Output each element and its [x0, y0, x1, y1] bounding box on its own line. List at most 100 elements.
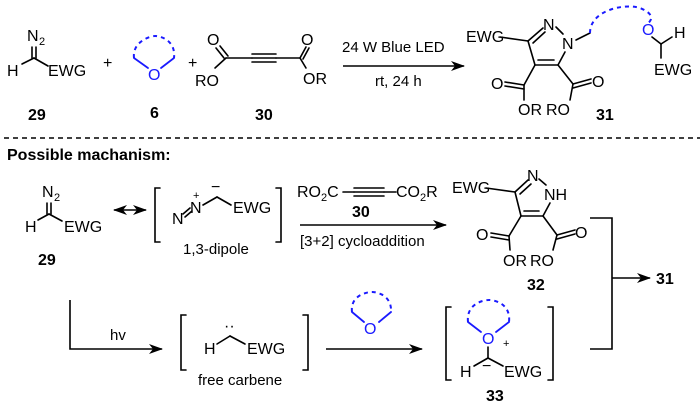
double-bond — [215, 47, 225, 59]
plus-sign: + — [188, 55, 197, 72]
carbene-caption: free carbene — [198, 372, 282, 389]
bracket-left — [180, 314, 187, 371]
ring-bond — [514, 191, 522, 217]
atom-ewg: EWG — [247, 341, 285, 358]
bond — [557, 64, 574, 85]
atom-n-plus: N — [190, 200, 202, 217]
atom-o: O — [476, 227, 488, 244]
double-bond — [572, 78, 592, 85]
atom-or: OR — [503, 253, 527, 270]
cycloaddition-caption: [3+2] cycloaddition — [300, 233, 425, 250]
compound-label-31: 31 — [656, 271, 674, 288]
oxonium-ylide-33: O + H − EWG 33 — [445, 298, 554, 405]
atom-o: O — [207, 32, 219, 49]
double-bond — [490, 236, 510, 241]
reagent-label-30: 30 — [352, 204, 370, 221]
pyrazole-32: EWG N NH O OR O RO 32 — [452, 168, 587, 294]
bond — [660, 36, 673, 45]
ring-bond — [527, 40, 536, 66]
atom-n-substituted: N — [562, 36, 574, 53]
bond — [37, 213, 50, 221]
atom-o: O — [364, 321, 376, 338]
bracket-right — [302, 314, 309, 371]
photolysis-label: hv — [110, 327, 126, 344]
atom-n2: N — [42, 184, 54, 201]
bond — [33, 57, 49, 67]
bond — [378, 311, 392, 323]
plus-charge: + — [503, 338, 509, 350]
double-bond — [504, 81, 525, 86]
atom-h: H — [25, 219, 37, 236]
double-bond — [504, 85, 525, 90]
bracket-right — [547, 306, 554, 381]
ring-bond — [527, 27, 544, 42]
atom-ro: RO — [530, 253, 554, 270]
lone-pair: ·· — [224, 318, 235, 335]
ring-dashed-arc — [132, 34, 176, 59]
atom-n2-subscript: 2 — [39, 36, 45, 48]
atom-o-ether: O — [642, 22, 654, 39]
ether-addition-step: O — [326, 290, 423, 354]
compound-label-33: 33 — [486, 388, 504, 405]
bond — [523, 64, 536, 86]
atom-ewg: EWG — [504, 364, 542, 381]
minus-charge: − — [482, 358, 491, 375]
compound-label-32: 32 — [527, 277, 545, 294]
mechanism-title: Possible machanism: — [7, 147, 171, 164]
bond — [575, 32, 591, 41]
ring-double-bond — [532, 31, 546, 44]
bond — [499, 36, 529, 42]
bond — [133, 57, 149, 69]
bond — [495, 321, 510, 333]
atom-h: H — [460, 364, 472, 381]
bond — [569, 83, 574, 101]
ring-dashed-arc — [589, 5, 653, 34]
bond — [21, 57, 35, 65]
atom-n2-subscript: 2 — [54, 192, 60, 204]
bracket-left — [154, 187, 161, 243]
atom-or: OR — [518, 102, 542, 119]
double-bond — [490, 232, 510, 237]
ring-bond — [557, 51, 566, 66]
double-bond — [219, 45, 229, 57]
reagent-right: CO2R — [396, 184, 438, 204]
atom-ewg: EWG — [466, 29, 504, 46]
ring-bond — [514, 179, 529, 193]
compound-label-29: 29 — [28, 107, 46, 124]
bond — [542, 215, 558, 236]
mechanism-diazo-29: N 2 H EWG 29 — [25, 184, 102, 269]
atom-ro: RO — [546, 102, 570, 119]
dipole-bracket: N N + − EWG 1,3-dipole — [154, 179, 282, 258]
atom-ewg-2: EWG — [654, 62, 692, 79]
bond — [160, 57, 175, 69]
bond — [487, 357, 504, 367]
reagent-right-r: R — [426, 184, 438, 201]
atom-h: H — [7, 63, 19, 80]
ring-bond — [538, 178, 547, 186]
double-bond — [299, 46, 307, 59]
ring-bond — [542, 202, 551, 217]
photolysis-step: hv — [69, 300, 163, 354]
bond — [508, 235, 511, 251]
atom-n-terminal: N — [172, 211, 184, 228]
merge-line — [590, 217, 613, 350]
bond — [48, 213, 63, 222]
ring-dashed-arc — [466, 298, 511, 323]
cycloaddition-step: RO2C CO2R 30 [3+2] cycloaddition — [297, 184, 447, 250]
subscript: 2 — [420, 192, 426, 204]
bond — [229, 335, 246, 345]
reagent-left: RO2C — [297, 184, 339, 204]
free-carbene: H ·· EWG free carbene — [180, 314, 309, 389]
bond — [651, 36, 662, 45]
cyclic-ether-6: O 6 — [132, 34, 176, 122]
atom-ewg: EWG — [233, 200, 271, 217]
bond — [216, 196, 232, 206]
subscript: 2 — [321, 192, 327, 204]
atom-n: N — [527, 168, 539, 185]
bond — [299, 57, 307, 69]
diazo-compound-29: N 2 H EWG 29 — [7, 28, 86, 124]
ring-dashed-arc — [350, 290, 393, 313]
condition-temp-time: rt, 24 h — [375, 73, 422, 90]
atom-h: H — [204, 341, 216, 358]
